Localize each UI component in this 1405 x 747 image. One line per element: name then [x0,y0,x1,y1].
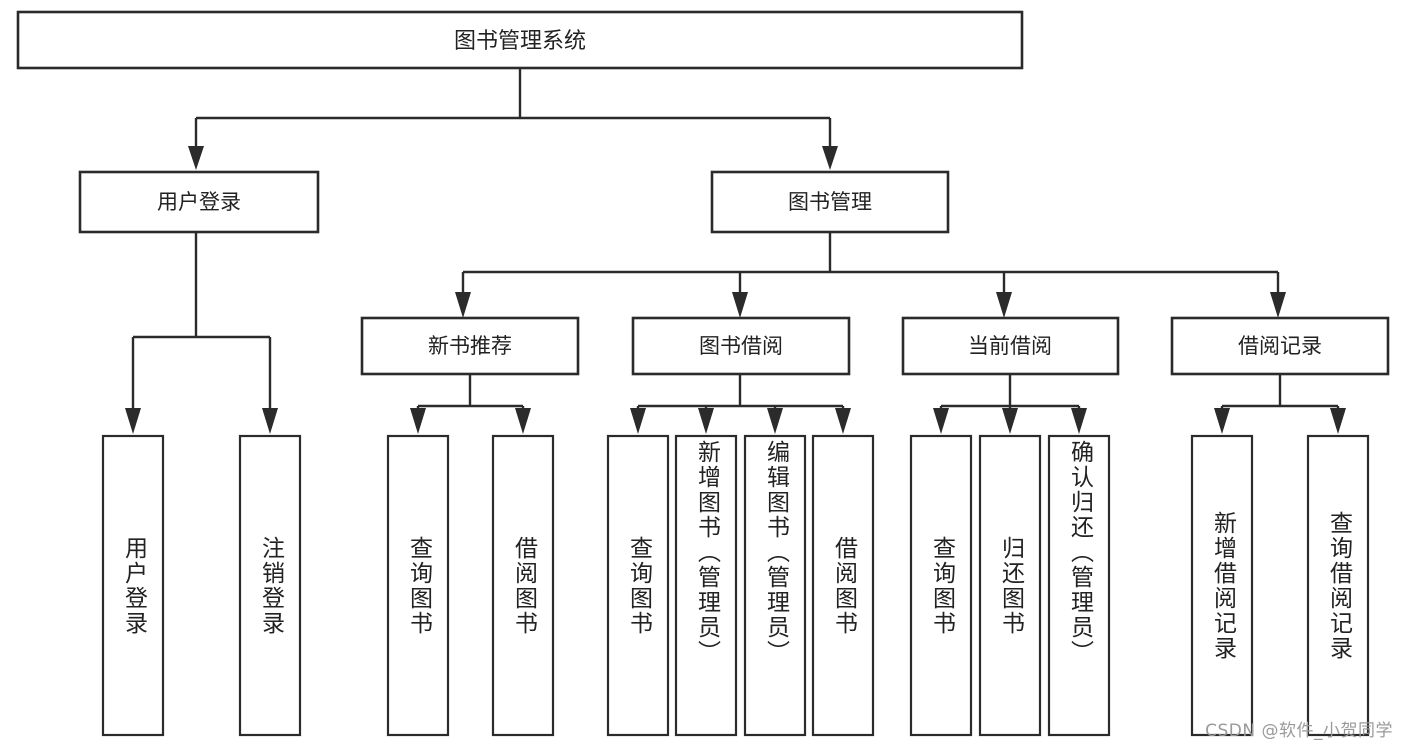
node-user-login-box[interactable] [78,170,320,234]
node-book-manage-box[interactable] [710,170,950,234]
arrowhead-leaf-user-login [125,408,141,434]
leaf-box-return-book[interactable] [978,434,1042,737]
node-borrow-record-box[interactable] [1170,316,1390,376]
node-root-label: 图书管理系统 [454,29,586,54]
node-current-borrow-box[interactable] [901,316,1120,376]
connector-group-book-borrow [630,374,851,434]
connector-group-book-manage [455,232,1286,318]
arrowhead-cb-leaf1 [933,408,949,434]
connector-group-borrow-record [1214,374,1346,434]
leaf-box-query-book-2[interactable] [606,434,670,737]
node-book-borrow-label: 图书借阅 [699,334,783,358]
leaf-box-query-record[interactable] [1306,434,1370,737]
arrowhead-bb-leaf1 [630,408,646,434]
watermark-text: CSDN @软件_小贺同学 [1205,721,1393,741]
connector-group-user-login [125,232,278,434]
node-new-book-rec-label: 新书推荐 [428,334,512,358]
arrowhead-book-borrow [732,292,748,318]
arrowhead-current-borrow [996,292,1012,318]
connector-group-root [188,68,838,170]
node-new-book-rec-box[interactable] [360,316,580,376]
arrowhead-nbr-leaf1 [410,408,426,434]
node-root-box[interactable] [16,10,1024,70]
arrowhead-user-login [188,146,204,170]
arrowhead-bb-leaf4 [835,408,851,434]
arrowhead-br-leaf2 [1330,408,1346,434]
arrowhead-book-manage [822,146,838,170]
node-book-manage-label: 图书管理 [788,190,872,214]
leaf-box-borrow-book-1[interactable] [491,434,555,737]
arrowhead-new-book-rec [455,292,471,318]
arrowhead-borrow-record [1270,292,1286,318]
leaf-box-borrow-book-2[interactable] [811,434,875,737]
node-user-login-label: 用户登录 [157,190,241,214]
leaf-box-edit-book[interactable] [743,434,807,737]
leaf-box-confirm-return[interactable] [1047,434,1111,737]
arrowhead-cb-leaf2 [1002,408,1018,434]
arrowhead-br-leaf1 [1214,408,1230,434]
leaf-box-query-book-1[interactable] [386,434,450,737]
arrowhead-leaf-logout [262,408,278,434]
connector-group-current-borrow [933,374,1087,434]
arrowhead-cb-leaf3 [1071,408,1087,434]
node-book-borrow-box[interactable] [631,316,851,376]
connector-group-new-book-rec [410,374,531,434]
leaf-box-query-book-3[interactable] [909,434,973,737]
leaf-box-add-book[interactable] [674,434,738,737]
arrowhead-nbr-leaf2 [515,408,531,434]
leaf-box-add-record[interactable] [1190,434,1254,737]
node-current-borrow-label: 当前借阅 [968,334,1052,358]
arrowhead-bb-leaf2 [698,408,714,434]
node-borrow-record-label: 借阅记录 [1238,334,1322,358]
leaf-box-user-login[interactable] [101,434,165,737]
leaf-box-logout[interactable] [238,434,302,737]
arrowhead-bb-leaf3 [767,408,783,434]
